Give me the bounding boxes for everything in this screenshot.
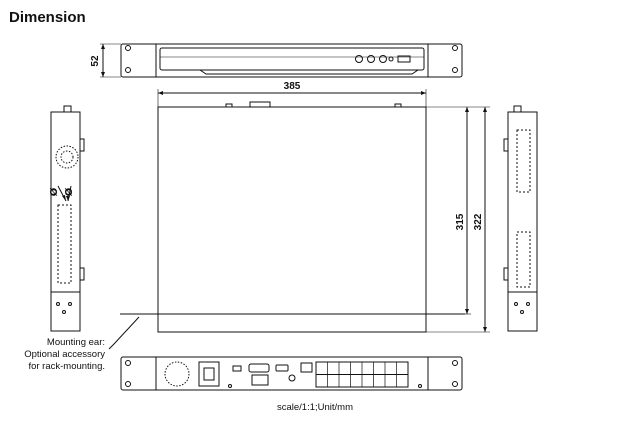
front-ear-hole [452, 45, 458, 51]
front-port-icon [397, 55, 411, 63]
rear-ear-hole [125, 381, 131, 387]
ear-screw [526, 302, 530, 306]
front-height-dimension-label: 52 [90, 55, 101, 67]
top-foot [225, 103, 233, 108]
side-vent [516, 129, 531, 193]
front-ear-hole [452, 67, 458, 73]
left-side-ear [50, 291, 81, 332]
left-side-handle [79, 138, 85, 152]
arrowhead [465, 309, 469, 314]
front-bezel-bottom [172, 69, 419, 75]
body-depth-dimension-label: 315 [455, 213, 466, 230]
rear-fan-grille [164, 361, 190, 387]
usb-port-icon [232, 365, 242, 372]
power-socket-inner [203, 367, 215, 381]
front-ear-hole [125, 45, 131, 51]
fan-grille [60, 150, 74, 164]
left-side-handle [79, 267, 85, 281]
rear-ear-hole [125, 360, 131, 366]
rear-view [120, 356, 463, 391]
right-side-handle [503, 267, 509, 281]
arrowhead [483, 327, 487, 332]
right-side-ear [507, 291, 538, 332]
rear-ear-hole [452, 360, 458, 366]
vga-port-icon [248, 363, 270, 373]
mounting-ear-note-line: Mounting ear: [46, 337, 105, 348]
arrowhead [158, 91, 163, 95]
diameter-symbol-label: Ø [63, 187, 75, 196]
side-vent [516, 231, 531, 288]
diameter-symbol-label: Ø [48, 187, 60, 196]
front-body [155, 43, 429, 78]
ear-screw [520, 310, 524, 314]
right-side-foot [513, 105, 522, 113]
page-title: Dimension [9, 9, 86, 26]
mounting-ear-note-line: for rack-mounting. [28, 361, 105, 372]
front-view [100, 43, 463, 78]
rear-screw [418, 384, 422, 388]
left-side-body [50, 111, 81, 332]
right-side-body [507, 111, 538, 332]
lan-port-icon [300, 362, 313, 373]
power-socket-icon [198, 361, 220, 387]
arrowhead [101, 44, 105, 49]
hdmi-port-icon [275, 364, 289, 372]
fan-grille [55, 145, 79, 169]
top-view [120, 89, 490, 333]
ear-screw [56, 302, 60, 306]
side-vent [57, 204, 72, 284]
arrowhead [483, 107, 487, 112]
front-usb-icon [355, 55, 363, 63]
rear-rack-outline [120, 356, 463, 391]
arrowhead [465, 107, 469, 112]
right-side-handle [503, 138, 509, 152]
rear-body [155, 356, 429, 391]
mounting-ear-note: Mounting ear: Optional accessory for rac… [24, 337, 105, 373]
front-button-icon [367, 55, 375, 63]
arrowhead [62, 195, 66, 201]
rear-ear-hole [452, 381, 458, 387]
arrowhead [101, 72, 105, 77]
front-ear-hole [125, 67, 131, 73]
front-led-icon [388, 56, 394, 62]
front-power-icon [379, 55, 387, 63]
top-ear [157, 313, 427, 333]
ground-icon [288, 374, 296, 382]
ear-screw [62, 310, 66, 314]
left-side-view [50, 105, 85, 332]
top-foot [394, 103, 402, 108]
total-depth-dimension-label: 322 [473, 213, 484, 230]
right-side-view [503, 105, 538, 332]
front-rack-outline [120, 43, 463, 78]
left-side-foot [63, 105, 72, 113]
mounting-ear-note-line: Optional accessory [24, 349, 105, 360]
ear-screw [68, 302, 72, 306]
top-body [157, 106, 427, 333]
scale-note: scale/1:1;Unit/mm [276, 402, 354, 413]
io-port-icon [251, 374, 269, 386]
arrowheads [62, 44, 487, 332]
rear-screw [228, 384, 232, 388]
arrowhead [421, 91, 426, 95]
ear-screw [514, 302, 518, 306]
width-dimension-label: 385 [284, 81, 301, 92]
mounting-ear-leader [108, 316, 140, 350]
arrowhead [66, 196, 70, 201]
front-panel [159, 47, 425, 71]
top-connector [249, 101, 271, 108]
